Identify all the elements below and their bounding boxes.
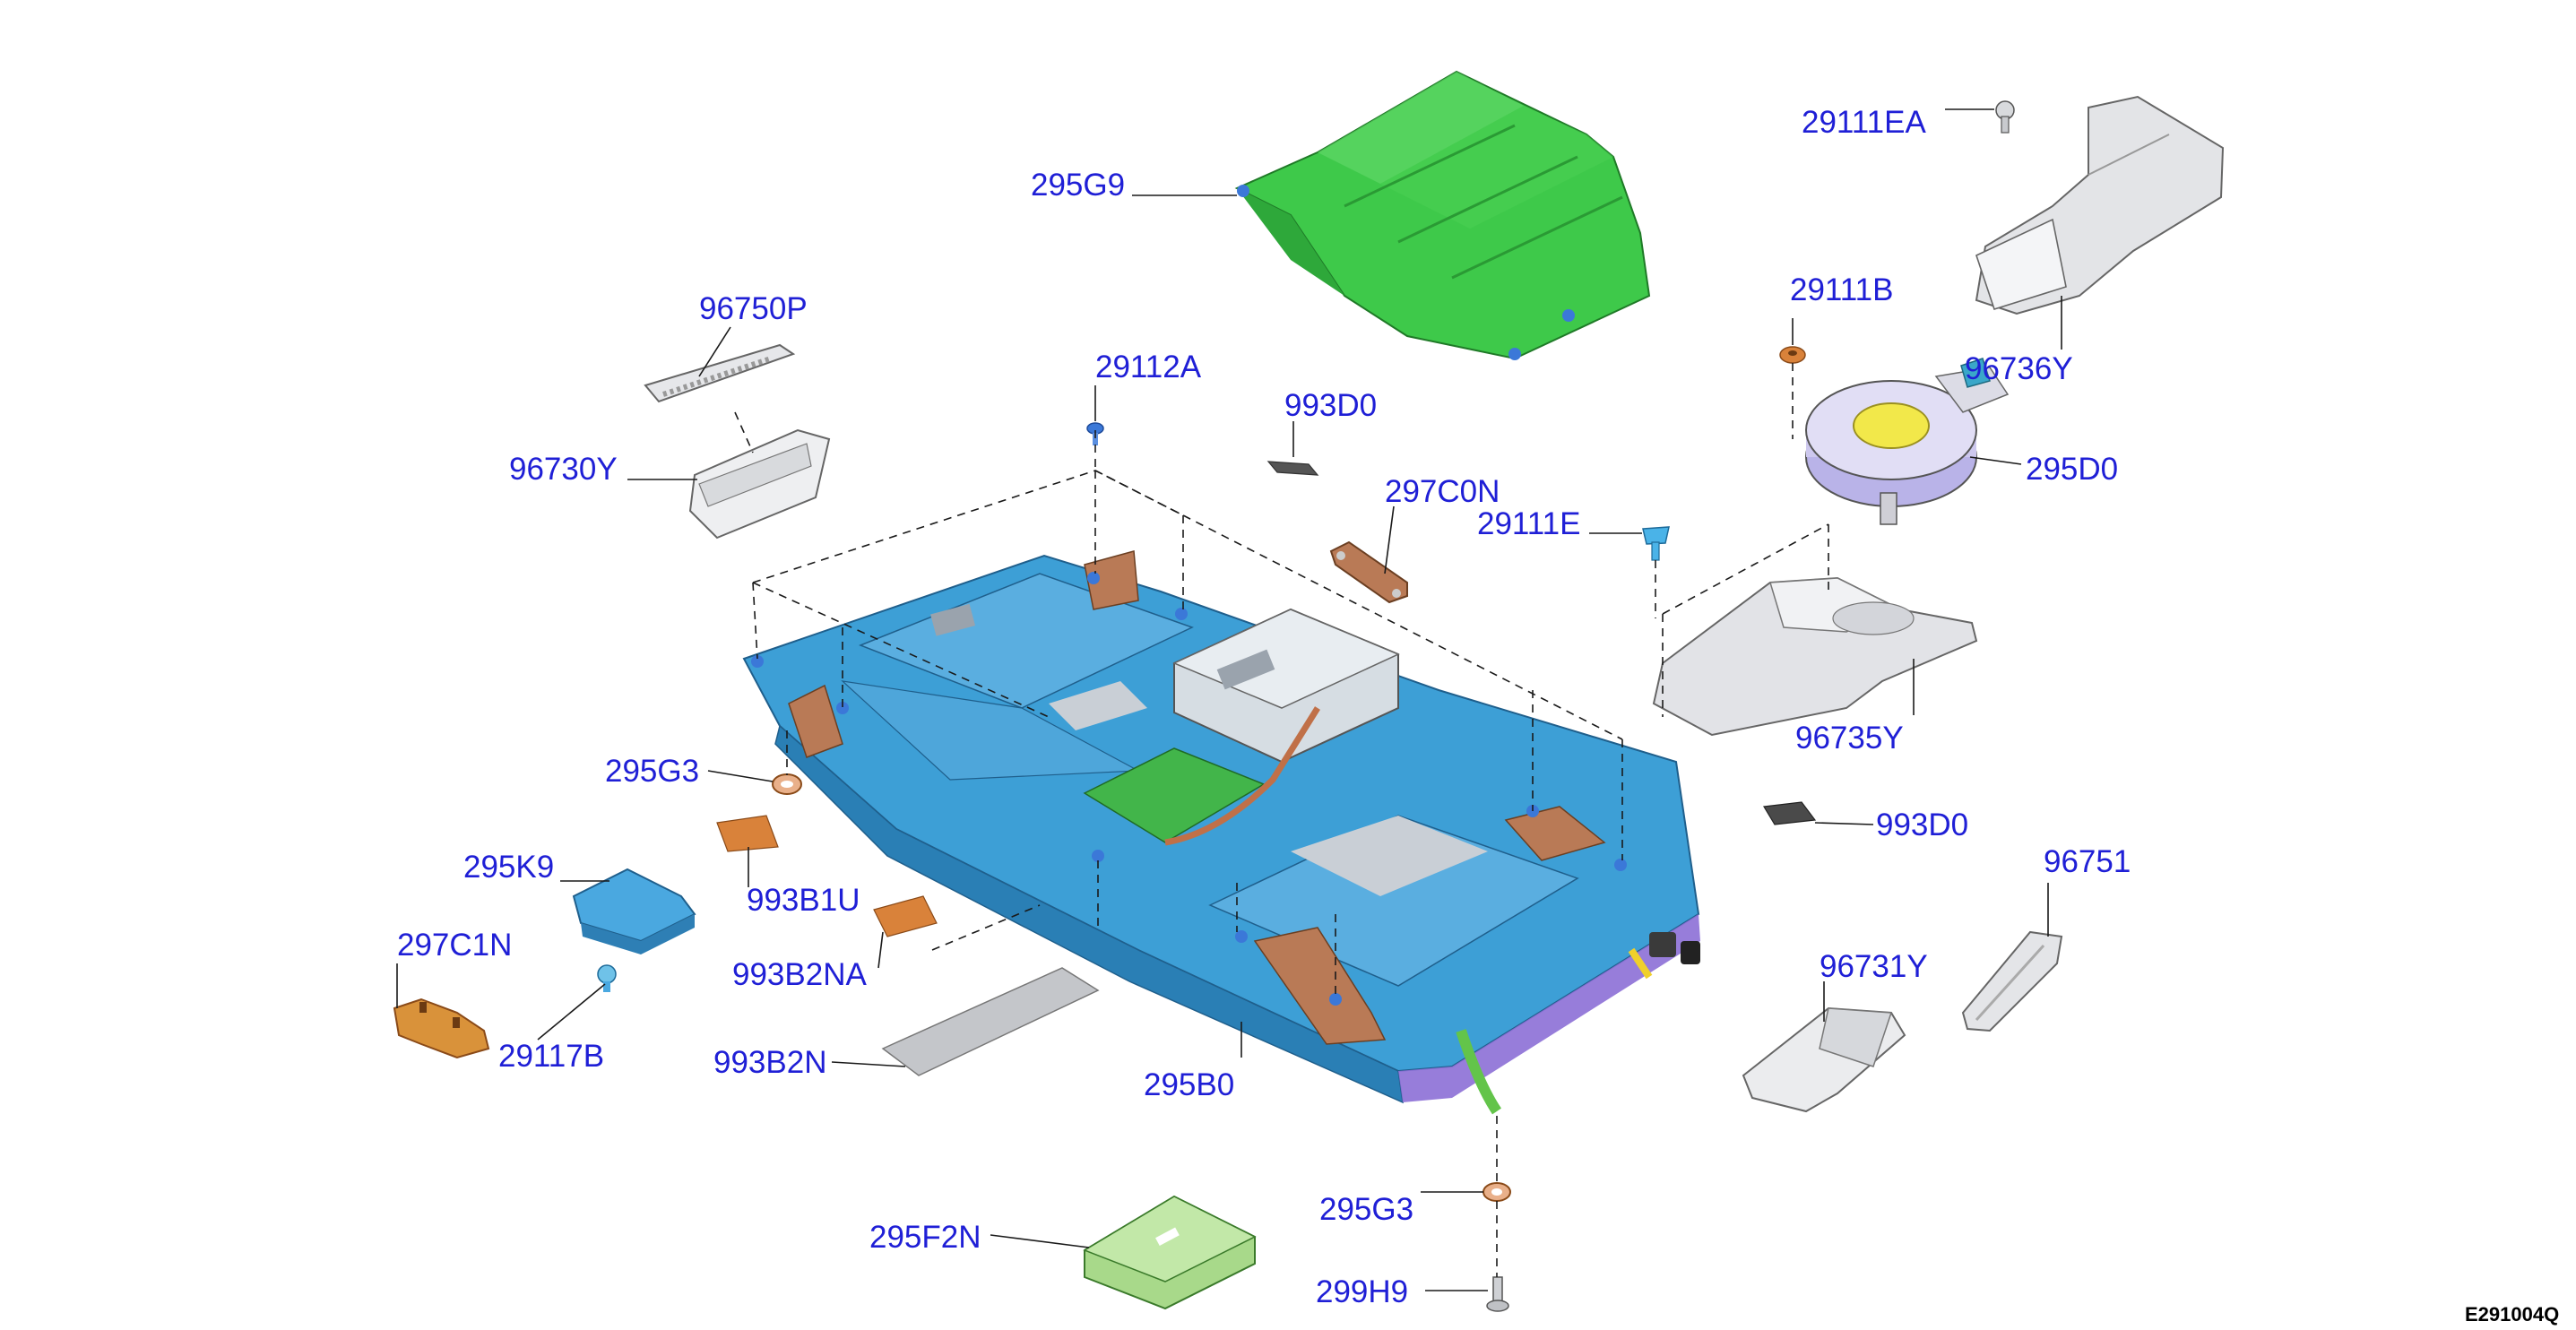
label-295g9: 295G9: [1031, 168, 1125, 203]
bracket-297c1n-shape: [393, 998, 490, 1059]
diagram-code: E291004Q: [2465, 1303, 2559, 1326]
label-297c1n: 297C1N: [397, 928, 512, 963]
sensor-299h9-shape: [1486, 1276, 1509, 1312]
heat-shield-cover-shape: [1234, 70, 1651, 360]
clip-29117b-shape: [597, 964, 617, 992]
screw-29111ea-shape: [1995, 100, 2015, 134]
label-295b0: 295B0: [1144, 1067, 1234, 1102]
bus-bar-297c0n-shape: [1329, 540, 1408, 604]
label-295f2n: 295F2N: [869, 1220, 981, 1255]
clip-29111e-shape: [1642, 526, 1670, 561]
label-29117b: 29117B: [498, 1039, 604, 1074]
label-993d0-top: 993D0: [1284, 388, 1377, 423]
washer-295g3-left-shape: [772, 773, 802, 795]
duct-96731y-shape: [1742, 1006, 1906, 1113]
nut-29111b-shape: [1779, 346, 1806, 364]
label-96731y: 96731Y: [1820, 949, 1928, 984]
block-295k9-shape: [572, 868, 696, 954]
assembly-dashed-lines: [734, 363, 1829, 1277]
label-29112a: 29112A: [1095, 350, 1202, 384]
pad-993d0-top-shape: [1266, 461, 1319, 476]
label-295g3-left: 295G3: [605, 754, 699, 789]
air-duct-96736y-shape: [1975, 95, 2225, 315]
control-module-295f2n-shape: [1083, 1195, 1257, 1310]
label-29111ea: 29111EA: [1802, 105, 1926, 140]
blower-fan-295d0-shape: [1805, 358, 2010, 525]
duct-96730y-shape: [688, 428, 831, 540]
duct-96751-shape: [1961, 930, 2063, 1032]
label-96730y: 96730Y: [509, 452, 618, 487]
label-29111e: 29111E: [1477, 506, 1580, 541]
part-labels: 295G9 29111EA 96736Y 96750P 29112A 993D0…: [397, 105, 2131, 1309]
label-295d0: 295D0: [2026, 452, 2118, 487]
sheet-993b2n-shape: [881, 967, 1100, 1076]
pad-993b2na-shape: [873, 895, 938, 937]
label-993b1u: 993B1U: [747, 883, 860, 918]
label-299h9: 299H9: [1316, 1274, 1408, 1309]
label-993b2na: 993B2NA: [732, 957, 867, 992]
battery-pack-shape: [742, 550, 1700, 1115]
pad-993b1u-shape: [716, 815, 779, 852]
duct-cover-96750p-shape: [644, 343, 796, 403]
label-96736y: 96736Y: [1965, 351, 2073, 386]
washer-295g3-bottom-shape: [1482, 1182, 1511, 1202]
label-993b2n: 993B2N: [713, 1045, 826, 1080]
label-295k9: 295K9: [463, 850, 554, 885]
label-993d0-right: 993D0: [1876, 808, 1968, 842]
label-96751: 96751: [2044, 844, 2131, 879]
label-96750p: 96750P: [699, 291, 808, 326]
label-96735y: 96735Y: [1795, 721, 1904, 756]
pad-993d0-right-shape: [1763, 801, 1817, 825]
leader-lines: [396, 108, 2062, 1291]
duct-housing-96735y-shape: [1652, 576, 1978, 737]
label-29111b: 29111B: [1790, 272, 1893, 307]
label-297c0n: 297C0N: [1385, 474, 1500, 509]
label-295g3-bottom: 295G3: [1319, 1192, 1413, 1227]
